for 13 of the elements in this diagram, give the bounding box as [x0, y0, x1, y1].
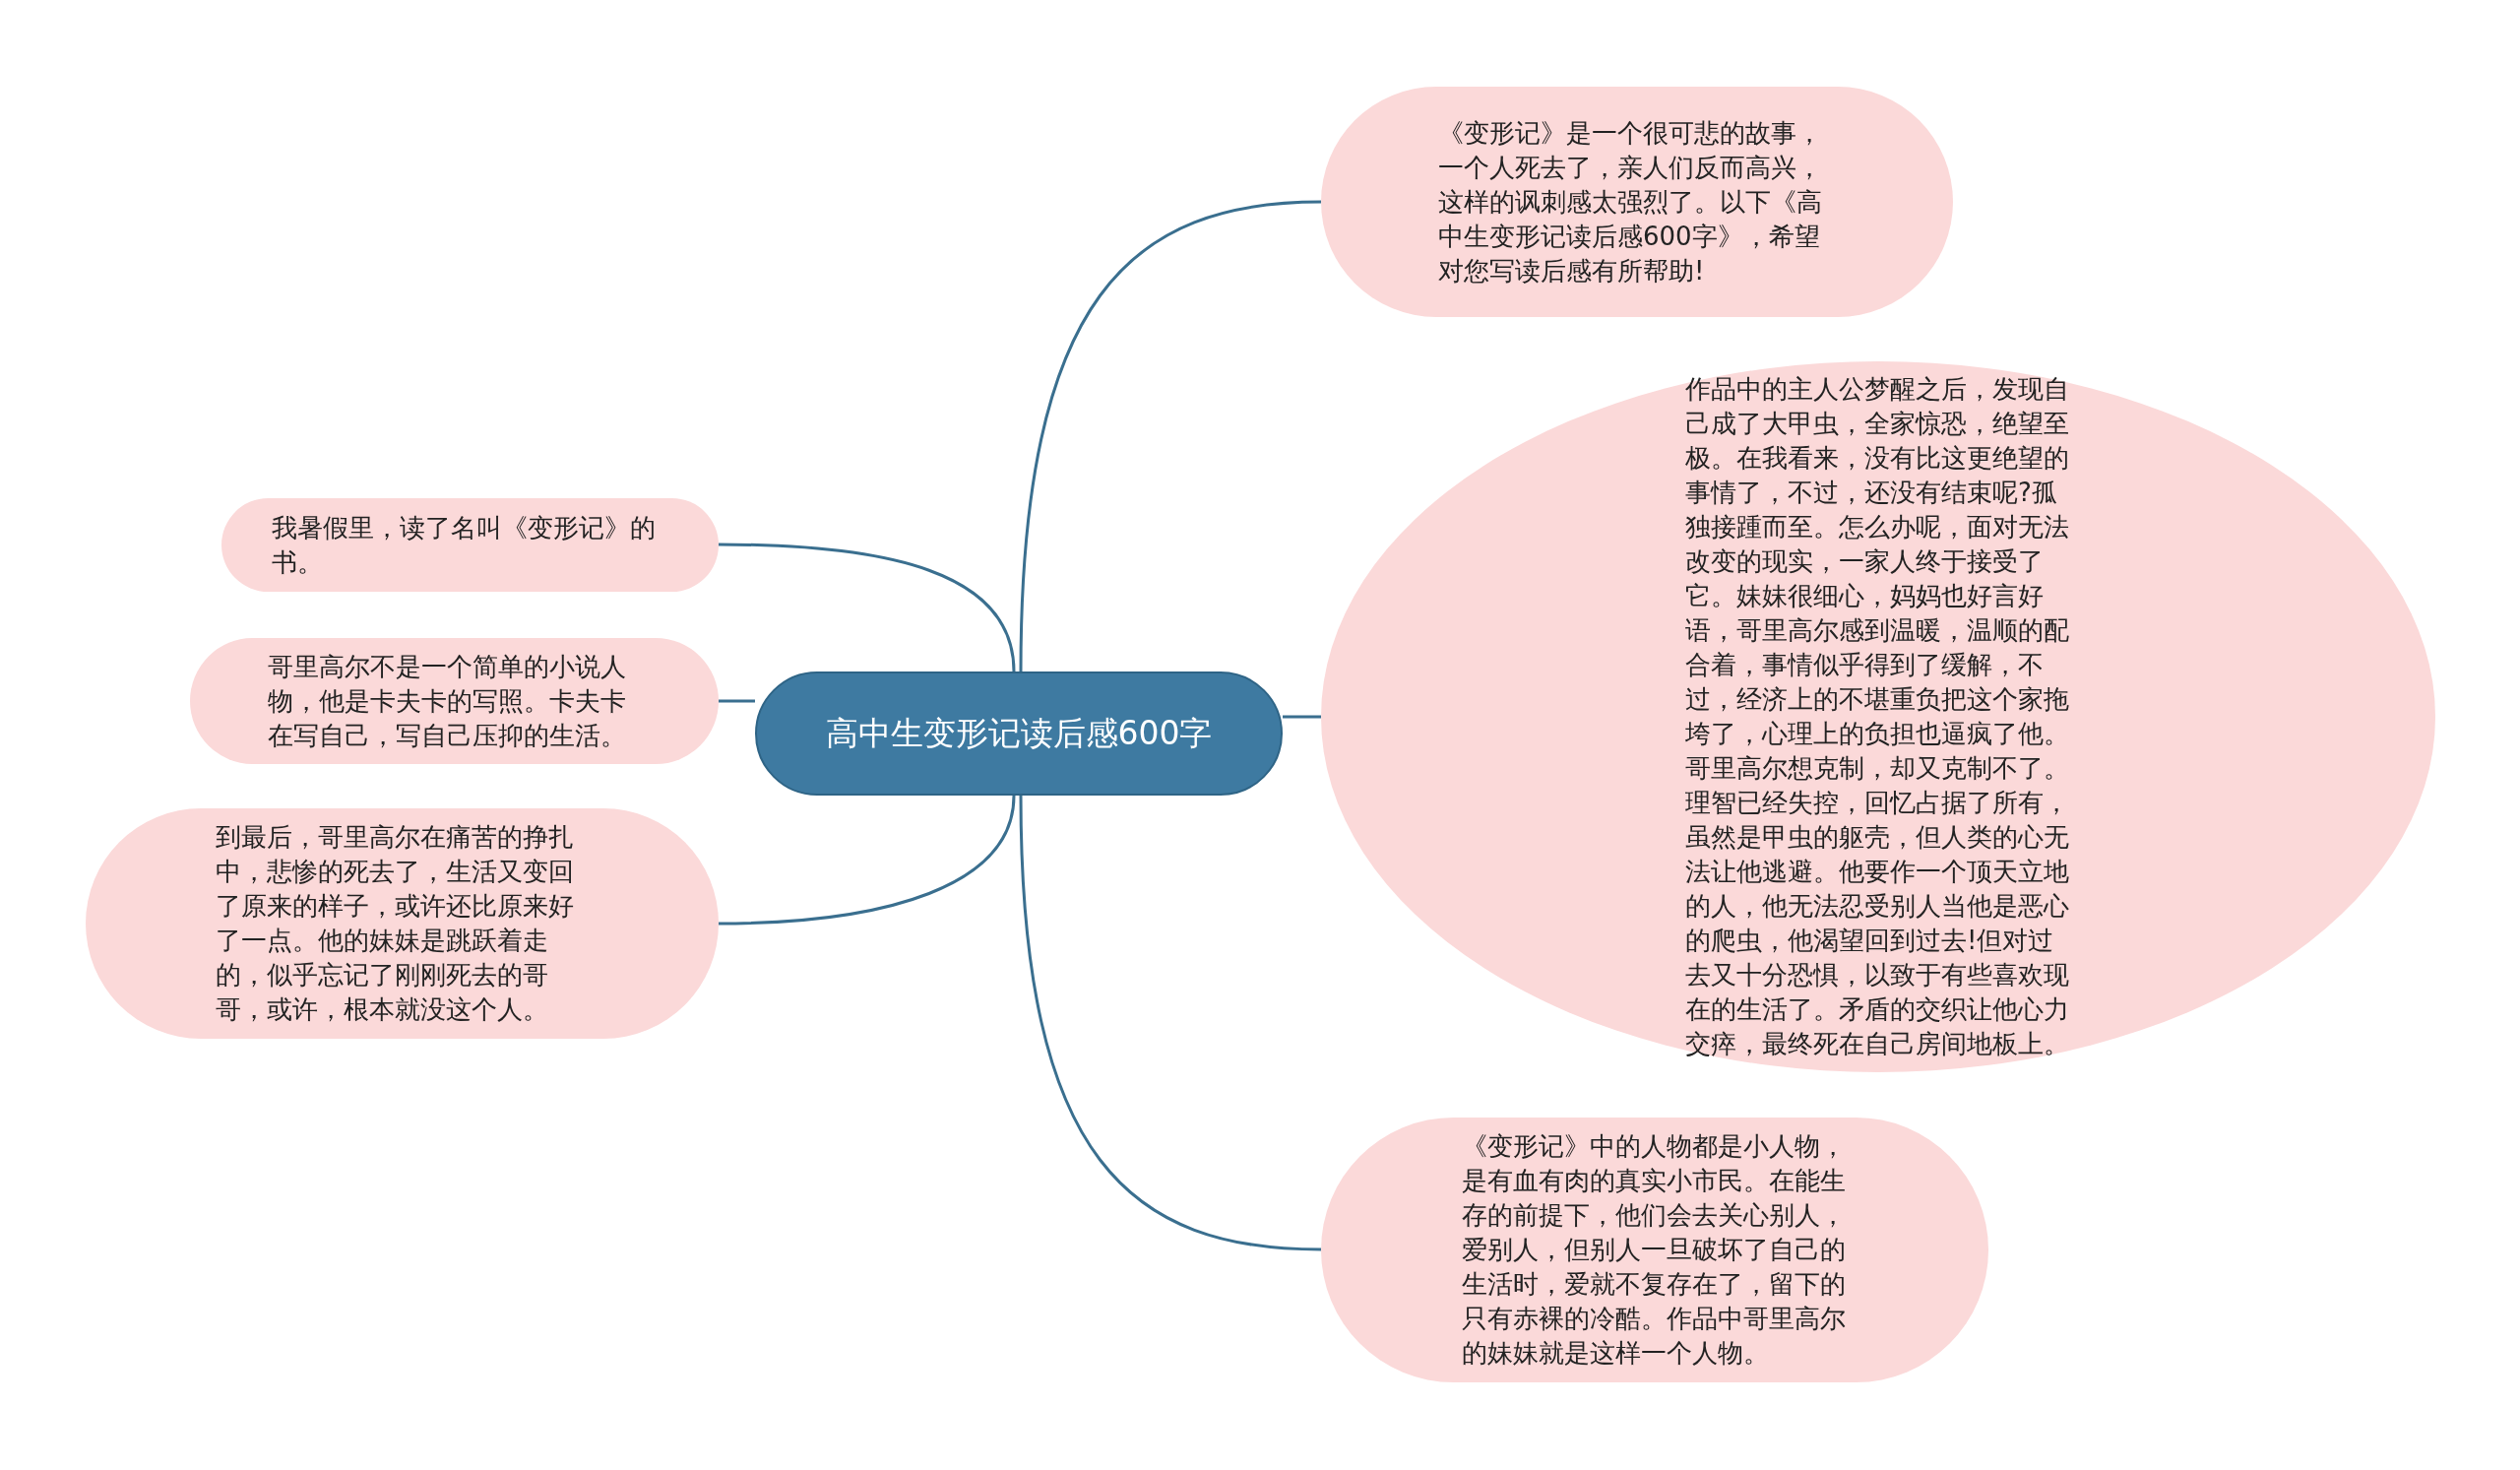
topic-text: 哥里高尔不是一个简单的小说人物，他是卡夫卡的写照。卡夫卡在写自己，写自己压抑的生活。 — [267, 650, 627, 752]
connector-line — [1019, 200, 1322, 672]
connector-line — [1283, 715, 1321, 719]
topic-text: 作品中的主人公梦醒之后，发现自己成了大甲虫，全家惊恐，绝望至极。在我看来，没有比这更绝望的事情了，不过，还没有结束呢?孤独接踵而至。怎么办呢，面对无法改变的现实，一家人终于接受了它。妹妹很细心，妈妈也好言好语，哥里高尔感到温暖，温顺的配合着，事情似乎得到了缓解，不过，经济上的不堪重负把这个家拖垮了，心理上的负担也逼疯了他。哥里高尔想克制，却又克制不了。理智已经失控，回忆占据了所有，虽然是甲虫的躯壳，但人类的心无法让他逃避。他要作一个顶天立地的人，他无法忍受别人当他是恶心的爬虫，他渴望回到过去!但对过去又十分恐惧，以致于有些喜欢现在的生活了。矛盾的交织让他心力交瘁，最终死在自己房间地板上。 — [1685, 373, 2070, 1060]
topic-text: 《变形记》中的人物都是小人物，是有血有肉的真实小市民。在能生存的前提下，他们会去关心别人，爱别人，但别人一旦破坏了自己的生活时，爱就不复存在了，留下的只有赤裸的冷酷。作品中哥里高尔的妹妹就是这样一个人物。 — [1462, 1130, 1847, 1370]
topic-text: 我暑假里，读了名叫《变形记》的书。 — [271, 511, 657, 579]
topic-text: 到最后，哥里高尔在痛苦的挣扎中，悲惨的死去了，生活又变回了原来的样子，或许还比原来好了一点。他的妹妹是跳跃着走的，似乎忘记了刚刚死去的哥哥，或许，根本就没这个人。 — [215, 821, 575, 1026]
connector-line — [1019, 795, 1322, 1251]
connector-line — [719, 543, 1016, 672]
connector-line — [719, 699, 755, 703]
topic-text: 《变形记》是一个很可悲的故事，一个人死去了，亲人们反而高兴，这样的讽刺感太强烈了。以下《高中生变形记读后感600字》，希望对您写读后感有所帮助! — [1438, 116, 1823, 288]
topic-title: 高中生变形记读后感600字 — [824, 713, 1214, 754]
connector-line — [718, 795, 1016, 926]
